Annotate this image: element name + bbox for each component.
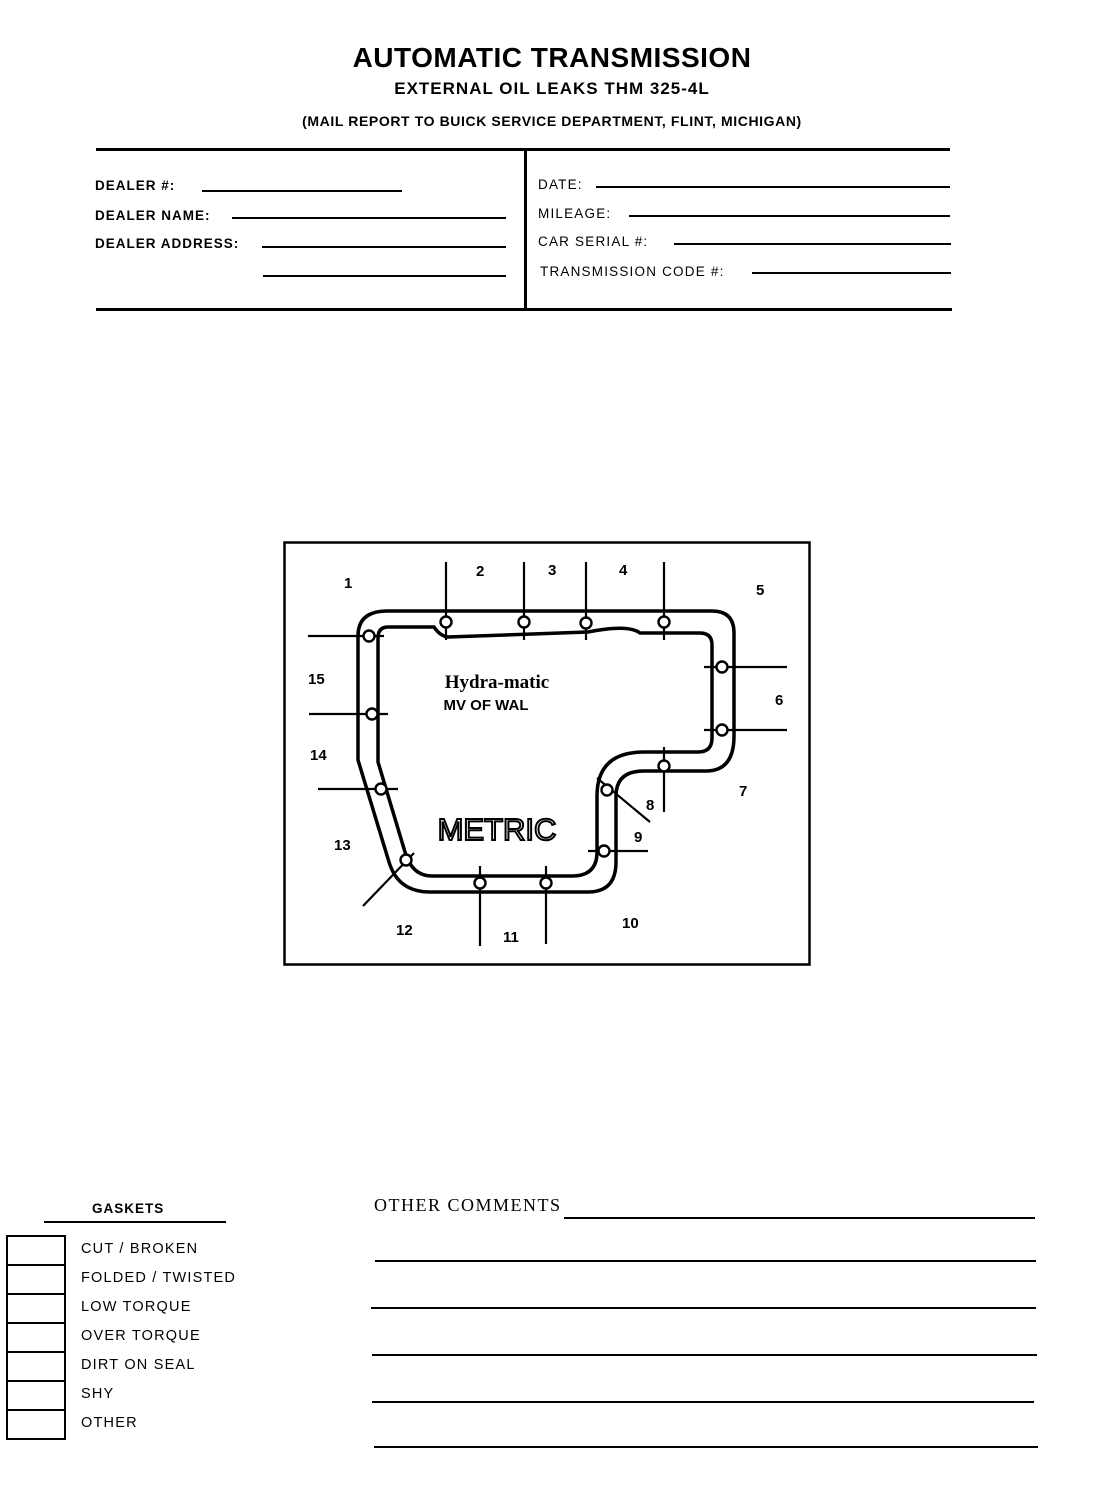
dealer-name-field[interactable]: [232, 217, 506, 219]
position-6: 6: [775, 692, 783, 709]
checkbox-cut-broken[interactable]: [6, 1235, 66, 1266]
date-field[interactable]: [596, 186, 950, 188]
gasket-label-other: OTHER: [81, 1415, 138, 1431]
pan-code-text: MV OF WAL: [444, 697, 529, 714]
checkbox-low-torque[interactable]: [6, 1293, 66, 1324]
position-14: 14: [310, 747, 327, 764]
dealer-name-label: DEALER NAME:: [95, 208, 211, 223]
pan-brand-text: Hydra-matic: [445, 672, 549, 693]
position-4: 4: [619, 562, 628, 579]
date-label: DATE:: [538, 177, 583, 192]
info-divider: [524, 150, 527, 309]
checkbox-folded-twisted[interactable]: [6, 1264, 66, 1295]
pan-outline-outer: [356, 609, 736, 894]
position-2: 2: [476, 563, 484, 580]
gasket-label-cut-broken: CUT / BROKEN: [81, 1241, 199, 1257]
car-serial-field[interactable]: [674, 243, 951, 245]
pan-metric-text: METRIC: [438, 812, 557, 847]
checkbox-dirt-on-seal[interactable]: [6, 1351, 66, 1382]
mail-instruction: (MAIL REPORT TO BUICK SERVICE DEPARTMENT…: [302, 113, 802, 129]
comments-line-2[interactable]: [375, 1260, 1036, 1262]
position-7: 7: [739, 783, 747, 800]
checkbox-other[interactable]: [6, 1409, 66, 1440]
transmission-code-field[interactable]: [752, 272, 951, 274]
dealer-address-label: DEALER ADDRESS:: [95, 236, 240, 251]
position-10: 10: [622, 915, 639, 932]
dealer-number-label: DEALER #:: [95, 178, 176, 193]
mileage-label: MILEAGE:: [538, 206, 612, 221]
position-12: 12: [396, 922, 413, 939]
gasket-label-low-torque: LOW TORQUE: [81, 1299, 192, 1315]
position-1: 1: [344, 575, 352, 592]
position-5: 5: [756, 582, 764, 599]
comments-line-1[interactable]: [564, 1217, 1035, 1219]
checkbox-over-torque[interactable]: [6, 1322, 66, 1353]
bolt-holes: [362, 615, 729, 890]
transmission-code-label: TRANSMISSION CODE #:: [540, 264, 725, 279]
dealer-number-field[interactable]: [202, 190, 402, 192]
dealer-address-field-2[interactable]: [263, 275, 506, 277]
info-top-rule: [96, 148, 950, 151]
comments-line-5[interactable]: [372, 1401, 1034, 1403]
position-13: 13: [334, 837, 351, 854]
oil-pan-diagram: Hydra-matic MV OF WAL METRIC 1 2 3 4 5 6…: [283, 541, 811, 966]
position-15: 15: [308, 671, 325, 688]
other-comments-label: OTHER COMMENTS: [374, 1195, 562, 1215]
checkbox-shy[interactable]: [6, 1380, 66, 1411]
car-serial-label: CAR SERIAL #:: [538, 234, 649, 249]
gaskets-heading-rule: [44, 1221, 226, 1223]
comments-line-3[interactable]: [371, 1307, 1036, 1309]
position-9: 9: [634, 829, 642, 846]
gasket-label-shy: SHY: [81, 1386, 115, 1402]
comments-line-4[interactable]: [372, 1354, 1037, 1356]
position-11: 11: [503, 929, 519, 946]
mileage-field[interactable]: [629, 215, 950, 217]
dealer-address-field-1[interactable]: [262, 246, 506, 248]
gasket-label-dirt-on-seal: DIRT ON SEAL: [81, 1357, 196, 1373]
gasket-label-over-torque: OVER TORQUE: [81, 1328, 201, 1344]
diagram-frame: [283, 541, 811, 966]
comments-line-6[interactable]: [374, 1446, 1038, 1448]
info-bottom-rule: [96, 308, 952, 311]
position-3: 3: [548, 562, 556, 579]
gasket-label-folded-twisted: FOLDED / TWISTED: [81, 1270, 237, 1286]
form-title: AUTOMATIC TRANSMISSION: [352, 42, 752, 73]
form-subtitle: EXTERNAL OIL LEAKS THM 325-4L: [394, 79, 710, 98]
gaskets-heading: GASKETS: [92, 1201, 165, 1216]
position-8: 8: [646, 797, 654, 814]
